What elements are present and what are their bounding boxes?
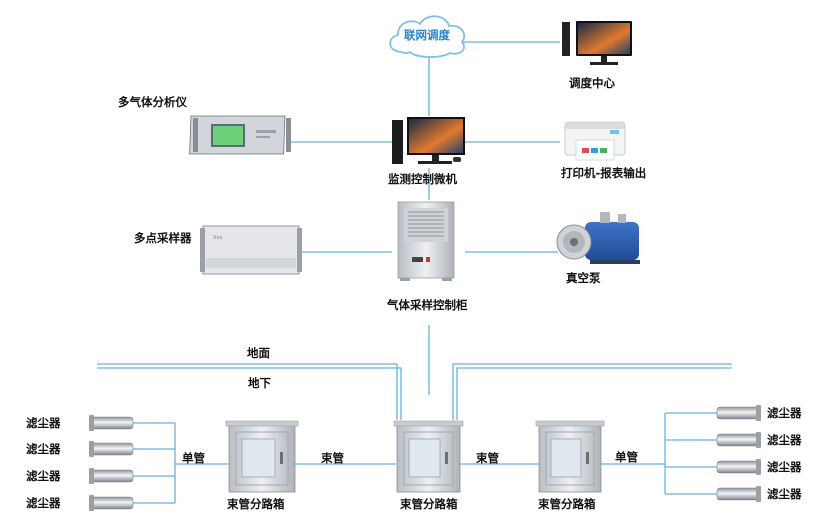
filter-right-2-label: 滤尘器 (767, 433, 802, 447)
branch-box-center-label: 束管分路箱 (400, 497, 458, 511)
filter-left-4-label: 滤尘器 (26, 496, 61, 510)
bundle-pipe-left-label: 束管 (321, 451, 344, 465)
filter-left-3-icon (89, 468, 134, 484)
filter-left-1-label: 滤尘器 (26, 416, 61, 430)
ground-below-label: 地下 (248, 376, 271, 390)
cloud-icon (389, 15, 466, 58)
connection-lines (97, 41, 732, 504)
branch-box-right-icon (535, 420, 605, 493)
multipoint-sampler-icon: Xxx (200, 225, 302, 275)
branch-box-left-label: 束管分路箱 (227, 497, 285, 511)
monitor-pc-label: 监测控制微机 (388, 172, 457, 186)
svg-text:Xxx: Xxx (213, 235, 222, 241)
filter-right-1-icon (716, 405, 761, 421)
printer-icon (564, 121, 626, 161)
filter-left-2-label: 滤尘器 (26, 442, 61, 456)
single-pipe-right-label: 单管 (615, 450, 638, 464)
filter-right-4-icon (716, 486, 761, 502)
ground-above-label: 地面 (247, 346, 270, 360)
vacuum-pump-label: 真空泵 (566, 271, 601, 285)
filter-right-3-label: 滤尘器 (767, 460, 802, 474)
printer-label: 打印机-报表输出 (561, 166, 647, 180)
gas-analyzer-label: 多气体分析仪 (118, 95, 187, 109)
filter-right-3-icon (716, 459, 761, 475)
branch-box-left-icon (225, 420, 299, 493)
dispatch-center-label: 调度中心 (569, 76, 615, 90)
cloud-label: 联网调度 (404, 28, 450, 42)
single-pipe-left-label: 单管 (182, 451, 205, 465)
gas-analyzer-icon (189, 115, 291, 155)
filter-left-4-icon (89, 495, 134, 511)
monitor-pc-icon (392, 117, 465, 164)
sampling-cabinet-label: 气体采样控制柜 (387, 298, 468, 312)
filter-left-2-icon (89, 441, 134, 457)
bundle-pipe-right-label: 束管 (476, 451, 499, 465)
dispatch-pc-icon (562, 21, 632, 65)
filter-left-3-label: 滤尘器 (26, 469, 61, 483)
vacuum-pump-icon (556, 212, 640, 264)
filter-left-1-icon (89, 415, 134, 431)
multipoint-sampler-label: 多点采样器 (134, 231, 192, 245)
sampling-cabinet-icon (397, 201, 455, 281)
branch-box-center-icon (393, 420, 464, 493)
filter-right-4-label: 滤尘器 (767, 487, 802, 501)
filter-right-1-label: 滤尘器 (767, 406, 802, 420)
branch-box-right-label: 束管分路箱 (538, 497, 596, 511)
filter-right-2-icon (716, 432, 761, 448)
